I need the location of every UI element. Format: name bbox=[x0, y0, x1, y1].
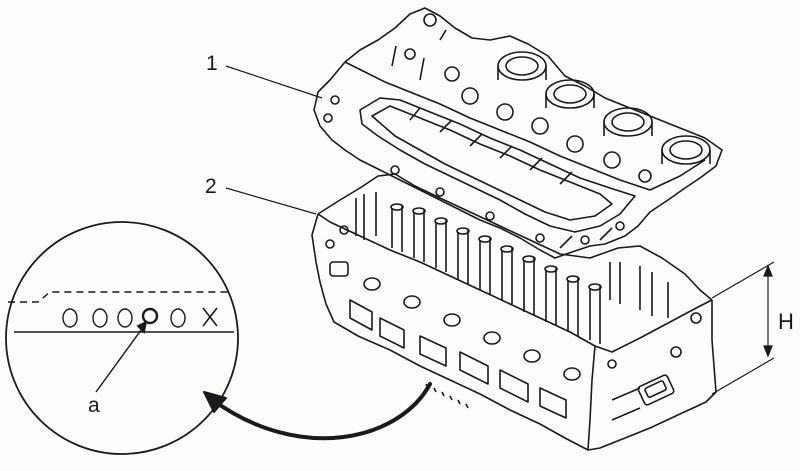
mark-5 bbox=[170, 308, 186, 328]
mark-4-highlighted bbox=[141, 307, 159, 325]
callout-label-1: 1 bbox=[206, 52, 218, 75]
callout-leaders bbox=[225, 65, 775, 395]
detail-circle bbox=[5, 221, 239, 455]
mark-2 bbox=[92, 308, 108, 328]
dimension-extension-top bbox=[711, 261, 775, 299]
leader-1 bbox=[225, 65, 323, 99]
mark-6-cross bbox=[202, 307, 218, 327]
callout-label-2: 2 bbox=[205, 175, 217, 198]
detail-label-a: a bbox=[88, 394, 100, 417]
dimension-extension-bottom bbox=[711, 357, 775, 395]
reference-arrow bbox=[203, 382, 432, 441]
dimension-label-h: H bbox=[778, 309, 794, 334]
detail-magnifier bbox=[5, 221, 239, 455]
upper-cover-part bbox=[313, 7, 723, 259]
lower-head-part bbox=[311, 173, 717, 451]
mark-3 bbox=[117, 308, 133, 328]
mark-1 bbox=[62, 308, 78, 328]
leader-2 bbox=[225, 187, 317, 215]
leader-a bbox=[95, 325, 145, 393]
